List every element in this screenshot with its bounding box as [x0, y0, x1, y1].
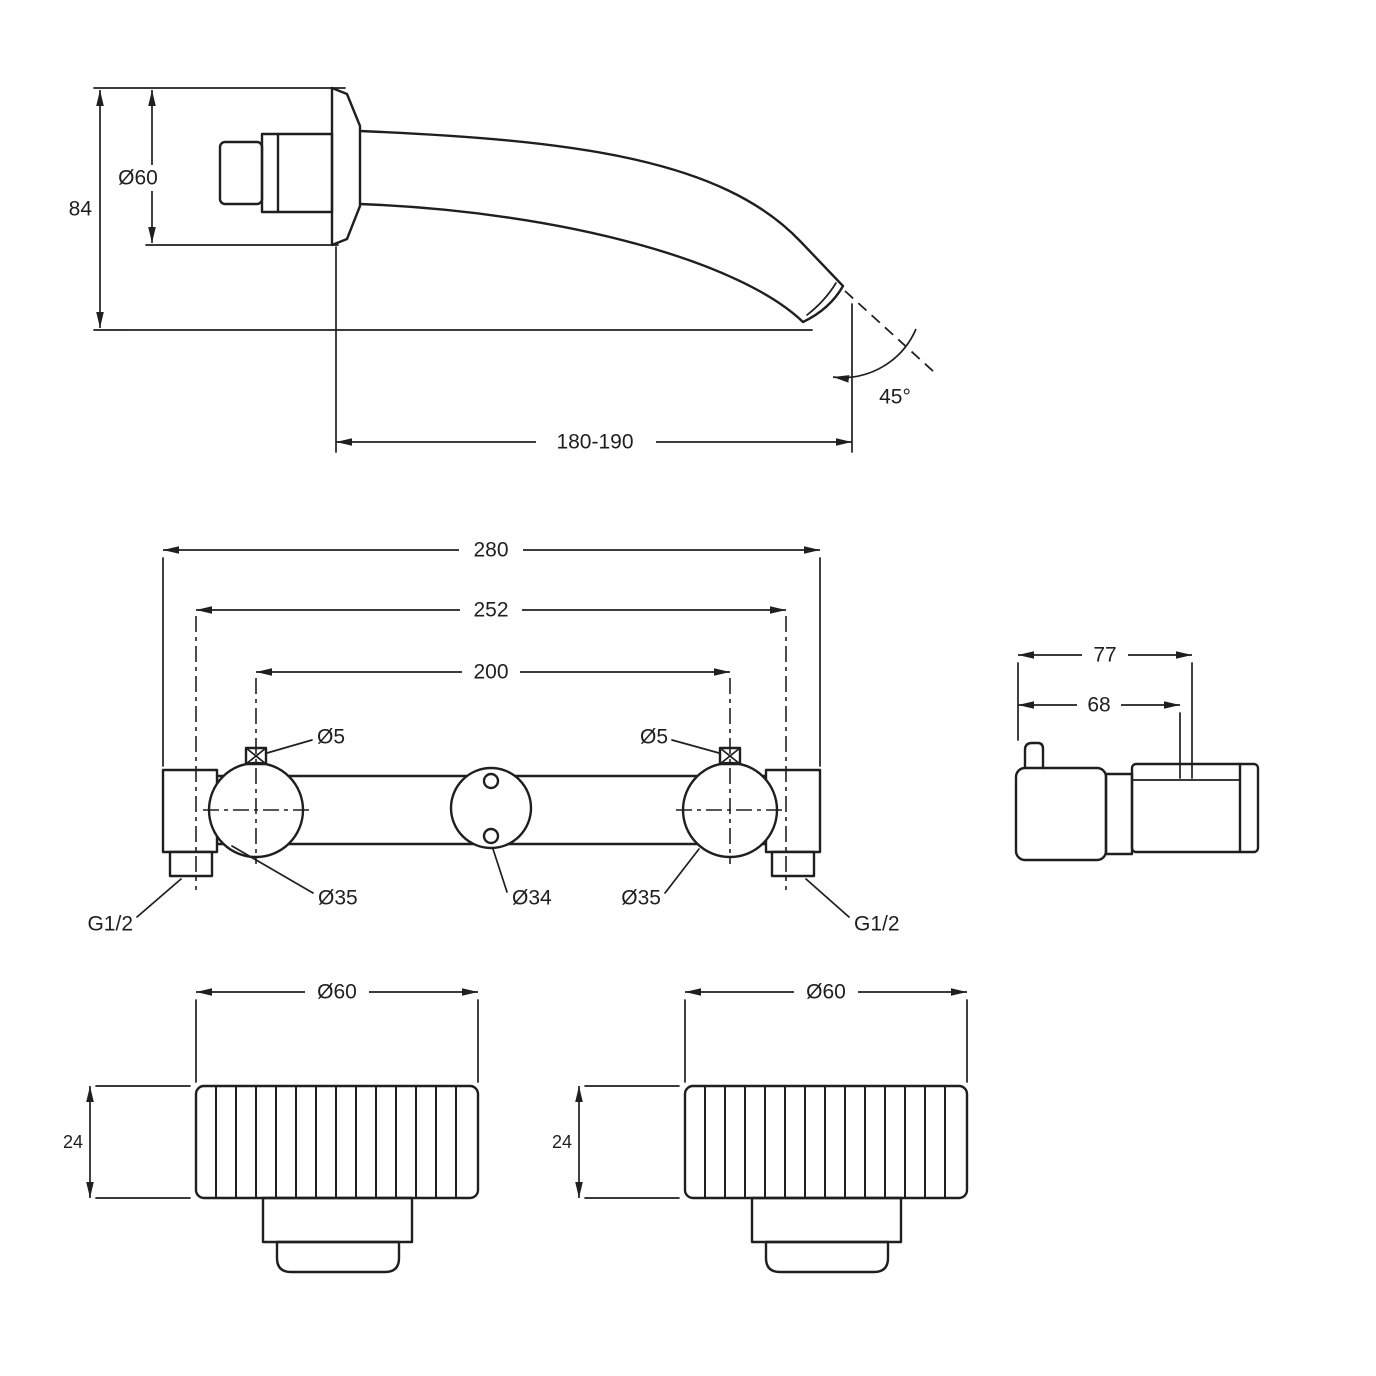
- dim-valve-spacing: 200: [473, 661, 508, 684]
- dim-spout-height: 84: [69, 198, 93, 221]
- dim-outlet-angle: 45°: [879, 386, 911, 409]
- dim-body-depth: 68: [1087, 694, 1110, 717]
- handle-left-base: [275, 1240, 401, 1274]
- valve-cartridge-side: [1130, 762, 1260, 854]
- dim-handle-left-height: 24: [63, 1132, 83, 1152]
- dim-handle-right-diameter: Ø60: [806, 981, 846, 1004]
- dim-valve-diameter-right: Ø35: [621, 887, 661, 910]
- spout-body: [358, 129, 845, 324]
- handle-left-stem: [261, 1196, 414, 1244]
- dim-handle-right-height: 24: [552, 1132, 572, 1152]
- spout-side-view: 45° 84 Ø60 180-190: [69, 86, 935, 456]
- dim-spout-reach: 180-190: [556, 431, 633, 454]
- dim-screw-hole-right: Ø5: [640, 726, 668, 749]
- dim-port-spacing: 252: [473, 599, 508, 622]
- handle-left-view: Ø60 24: [63, 978, 480, 1274]
- right-screw: [718, 746, 742, 766]
- label-thread-left: G1/2: [87, 913, 133, 936]
- valve-side-view: 77 68: [1014, 641, 1260, 862]
- valve-body-side: [1014, 766, 1108, 862]
- dim-handle-left-diameter: Ø60: [317, 981, 357, 1004]
- handle-right-view: Ø60 24: [552, 978, 969, 1274]
- handle-right-base: [764, 1240, 890, 1274]
- dim-screw-hole-left: Ø5: [317, 726, 345, 749]
- left-screw: [244, 746, 268, 766]
- dim-valve-diameter-left: Ø35: [318, 887, 358, 910]
- dim-flange-diameter: Ø60: [118, 167, 158, 190]
- manifold-front-view: 280 252 200 Ø5 Ø5 Ø35 Ø34 Ø35 G1/2 G1/2: [87, 536, 900, 936]
- dim-overall-width: 280: [473, 539, 508, 562]
- dim-center-hole: Ø34: [512, 887, 552, 910]
- center-hole-circle: [449, 766, 533, 850]
- label-thread-right: G1/2: [854, 913, 900, 936]
- handle-right-stem: [750, 1196, 903, 1244]
- dim-overall-depth: 77: [1093, 644, 1116, 667]
- wall-flange: [330, 86, 362, 247]
